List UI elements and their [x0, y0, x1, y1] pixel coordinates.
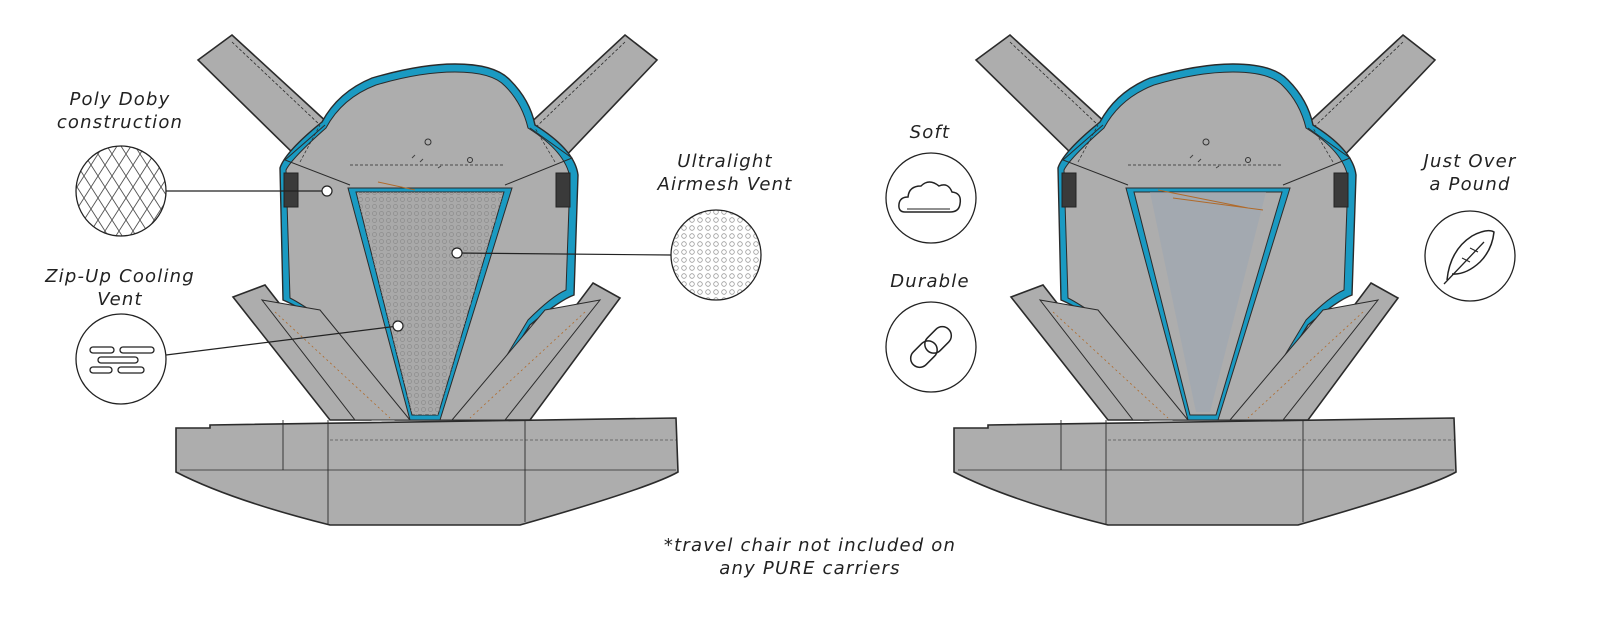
chain-link-icon: [885, 301, 977, 393]
airmesh-label: Ultralight Airmesh Vent: [657, 151, 793, 195]
footnote: *travel chair not included on any PURE c…: [663, 535, 957, 579]
weight-label: Just Over a Pound: [1423, 151, 1517, 195]
zipper-lines-icon: [75, 313, 167, 405]
left-carrier: [175, 34, 679, 526]
zip-vent-label: Zip-Up Cooling Vent: [45, 266, 195, 310]
diamond-weave-icon: [75, 145, 167, 237]
feather-icon: [1424, 210, 1516, 302]
poly-doby-label: Poly Doby construction: [56, 89, 184, 133]
callout-leaders: [165, 185, 672, 356]
mesh-pattern-icon: [670, 209, 762, 301]
durable-label: Durable: [890, 271, 970, 292]
cloud-icon: [885, 152, 977, 244]
soft-label: Soft: [909, 122, 951, 143]
right-carrier: [953, 34, 1457, 526]
